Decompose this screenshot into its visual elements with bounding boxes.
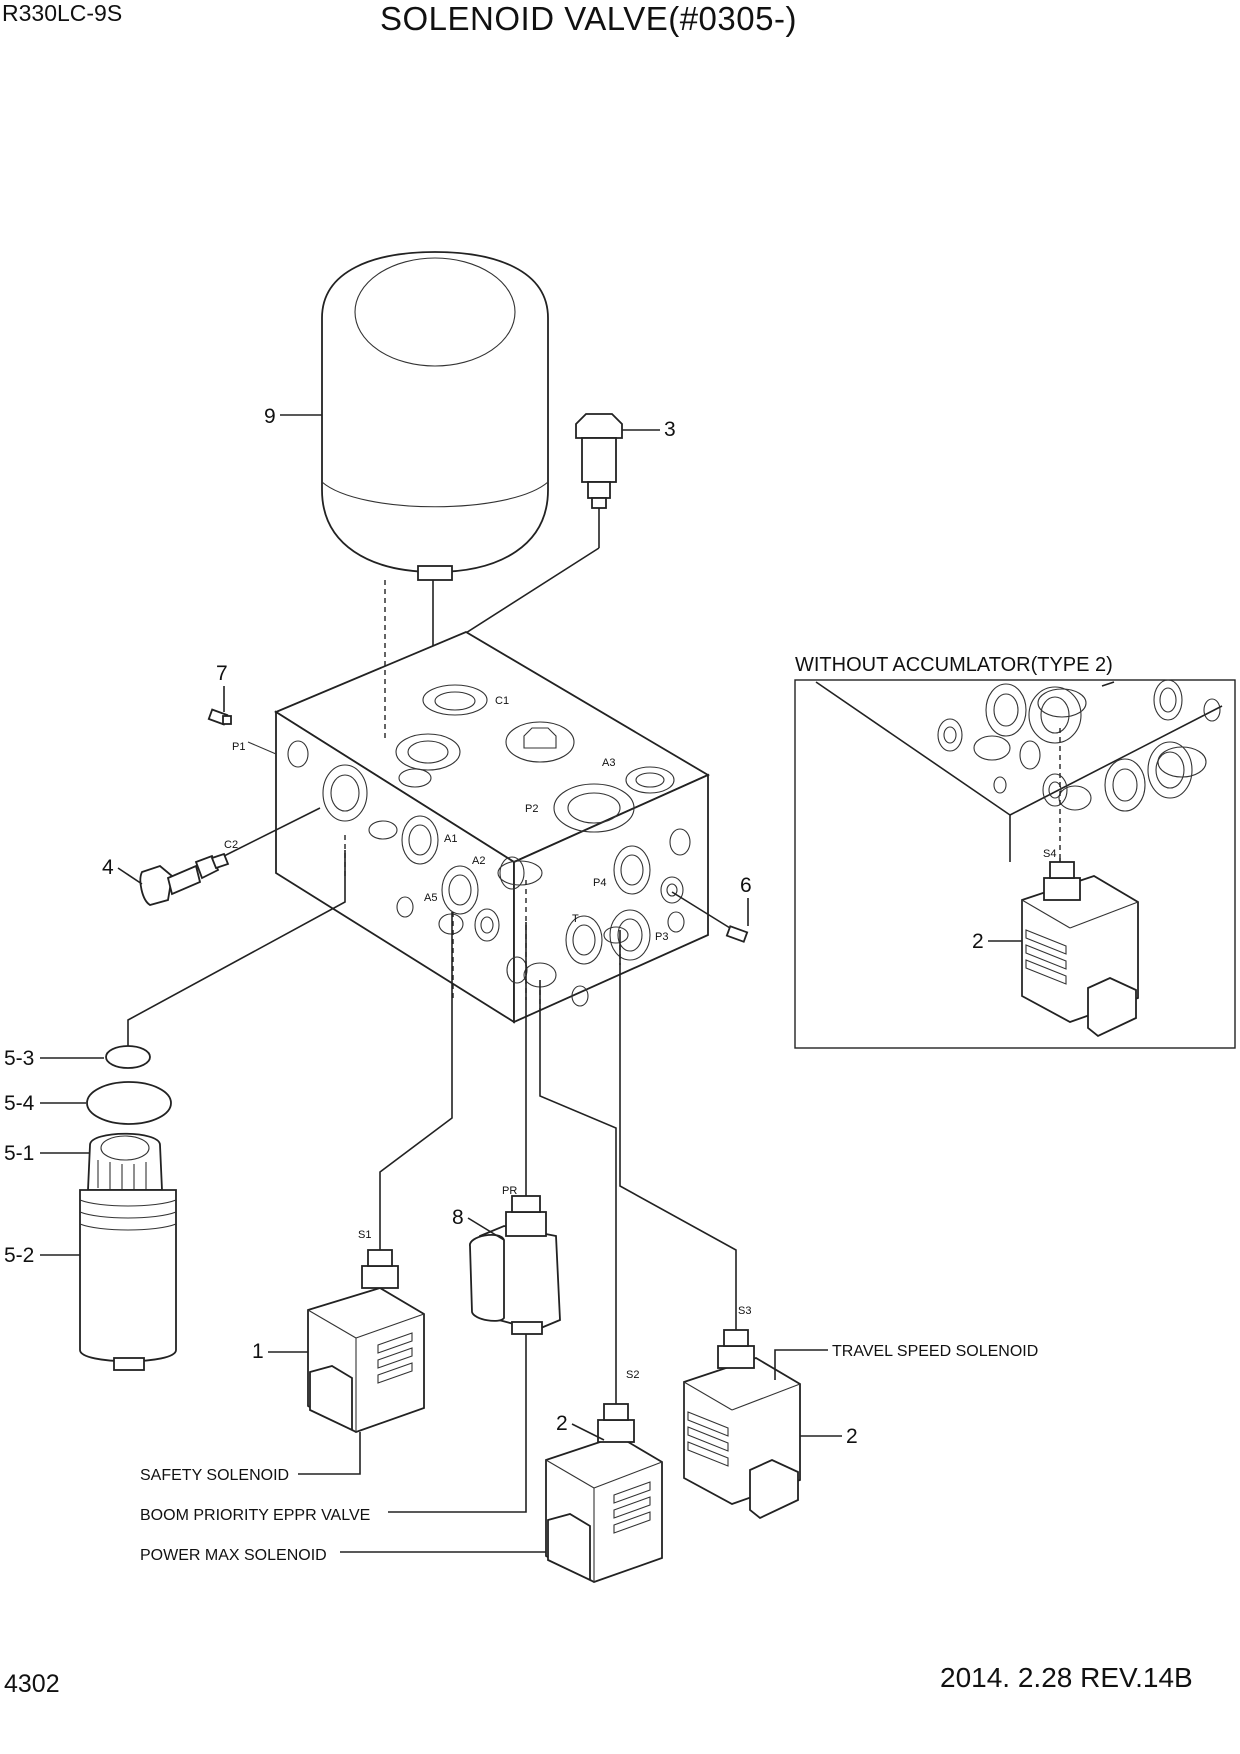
page-number: 4302 bbox=[4, 1670, 60, 1698]
callout-2-right: 2 bbox=[846, 1425, 858, 1448]
port-pr: PR bbox=[502, 1185, 517, 1197]
label-safety-solenoid: SAFETY SOLENOID bbox=[140, 1467, 289, 1484]
callout-4: 4 bbox=[102, 856, 114, 879]
callout-7: 7 bbox=[216, 662, 228, 685]
cartridge-part-5 bbox=[79, 850, 346, 1371]
port-p4: P4 bbox=[593, 877, 606, 889]
callout-5-2: 5-2 bbox=[4, 1244, 34, 1267]
callout-1: 1 bbox=[252, 1340, 264, 1363]
callout-8: 8 bbox=[452, 1206, 464, 1229]
callout-3: 3 bbox=[664, 418, 676, 441]
port-s3: S3 bbox=[738, 1305, 751, 1317]
callout-5-1: 5-1 bbox=[4, 1142, 34, 1165]
callout-2-center: 2 bbox=[556, 1412, 568, 1435]
inset-panel bbox=[794, 679, 1236, 1049]
power-max-solenoid-part-2 bbox=[340, 980, 663, 1583]
port-a2: A2 bbox=[472, 855, 485, 867]
port-p1: P1 bbox=[232, 741, 245, 753]
inset-port-s4: S4 bbox=[1043, 848, 1056, 860]
port-c2: C2 bbox=[224, 839, 238, 851]
port-p3: P3 bbox=[655, 931, 668, 943]
accumulator-part-9 bbox=[321, 251, 549, 740]
model-code: R330LC-9S bbox=[2, 0, 123, 26]
port-s1: S1 bbox=[358, 1229, 371, 1241]
callout-5-3: 5-3 bbox=[4, 1047, 34, 1070]
port-a3: A3 bbox=[602, 757, 615, 769]
valve-block bbox=[274, 630, 710, 1024]
eppr-valve-part-8 bbox=[388, 922, 561, 1513]
port-a1: A1 bbox=[444, 833, 457, 845]
callout-6: 6 bbox=[740, 874, 752, 897]
label-power-max-solenoid: POWER MAX SOLENOID bbox=[140, 1547, 327, 1564]
page-title: SOLENOID VALVE(#0305-) bbox=[380, 0, 797, 37]
inset-callout-2: 2 bbox=[972, 930, 984, 953]
callout-9: 9 bbox=[264, 405, 276, 428]
plug-part-7 bbox=[207, 708, 232, 726]
plug-part-3 bbox=[457, 413, 623, 690]
label-travel-speed-solenoid: TRAVEL SPEED SOLENOID bbox=[832, 1343, 1038, 1360]
plug-part-6 bbox=[671, 891, 749, 943]
safety-solenoid-part-1 bbox=[307, 912, 453, 1433]
port-c1: C1 bbox=[495, 695, 509, 707]
inset-title: WITHOUT ACCUMLATOR(TYPE 2) bbox=[795, 654, 1113, 676]
travel-speed-solenoid-part-2 bbox=[619, 930, 828, 1520]
port-t: T bbox=[572, 913, 579, 925]
port-p2: P2 bbox=[525, 803, 538, 815]
port-a5: A5 bbox=[424, 892, 437, 904]
revision-date: 2014. 2.28 REV.14B bbox=[940, 1662, 1193, 1693]
port-s2: S2 bbox=[626, 1369, 639, 1381]
callout-5-4: 5-4 bbox=[4, 1092, 35, 1115]
plug-part-4 bbox=[139, 807, 321, 906]
label-boom-priority-eppr: BOOM PRIORITY EPPR VALVE bbox=[140, 1507, 370, 1524]
